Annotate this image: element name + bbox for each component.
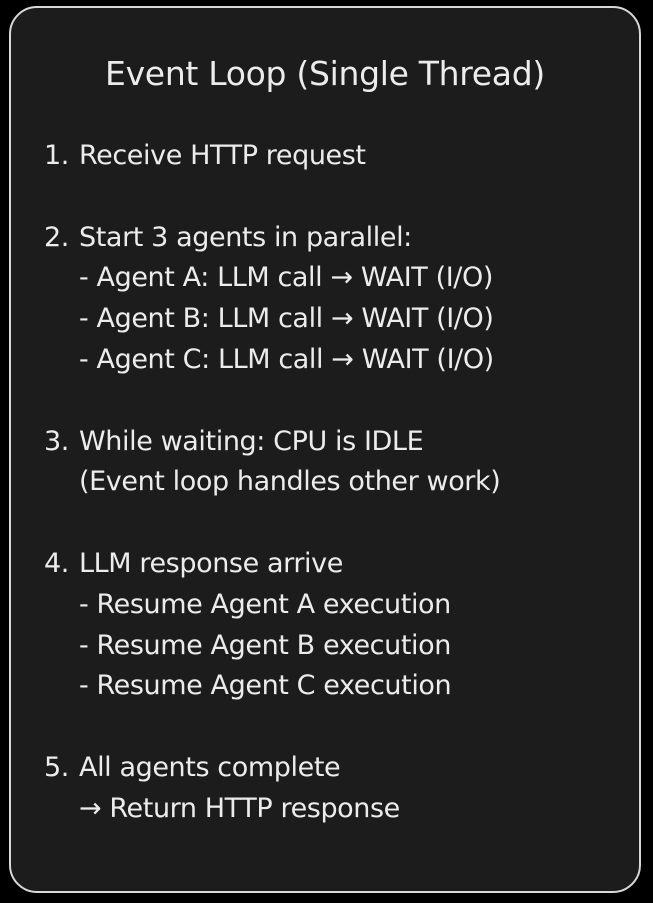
step-detail: - Resume Agent C execution <box>44 666 500 707</box>
detail-resume-b: - Resume Agent B execution <box>79 629 451 661</box>
detail-return-response: → Return HTTP response <box>79 792 400 824</box>
step-number: 2. <box>44 221 69 253</box>
detail-resume-c: - Resume Agent C execution <box>79 670 452 702</box>
step-1: 1. Receive HTTP request <box>44 136 500 177</box>
step-2: 2. Start 3 agents in parallel: - Agent A… <box>44 218 500 381</box>
step-text: All agents complete <box>79 751 341 783</box>
step-detail: - Agent A: LLM call → WAIT (I/O) <box>44 258 500 299</box>
detail-agent-c: - Agent C: LLM call → WAIT (I/O) <box>79 343 494 375</box>
step-5: 5. All agents complete → Return HTTP res… <box>44 748 500 830</box>
event-loop-card: Event Loop (Single Thread) 1. Receive HT… <box>9 6 641 893</box>
step-text: LLM response arrive <box>79 547 343 579</box>
step-3: 3. While waiting: CPU is IDLE (Event loo… <box>44 422 501 504</box>
detail-event-loop-note: (Event loop handles other work) <box>79 466 501 498</box>
detail-agent-b: - Agent B: LLM call → WAIT (I/O) <box>79 303 494 335</box>
step-number: 1. <box>44 140 69 171</box>
step-heading: 1. Receive HTTP request <box>44 136 500 177</box>
step-number: 4. <box>44 547 69 579</box>
step-detail: (Event loop handles other work) <box>44 462 501 503</box>
detail-agent-a: - Agent A: LLM call → WAIT (I/O) <box>79 262 493 294</box>
step-detail: - Resume Agent B execution <box>44 626 500 667</box>
step-heading: 3. While waiting: CPU is IDLE <box>44 422 500 463</box>
step-heading: 5. All agents complete <box>44 748 500 789</box>
step-text: Receive HTTP request <box>79 140 366 171</box>
step-number: 5. <box>44 751 69 783</box>
step-number: 3. <box>44 425 69 457</box>
steps-list: 1. Receive HTTP request 2. Start 3 agent… <box>44 136 501 870</box>
step-text: While waiting: CPU is IDLE <box>79 425 424 457</box>
step-4: 4. LLM response arrive - Resume Agent A … <box>44 544 500 707</box>
step-detail: - Agent B: LLM call → WAIT (I/O) <box>44 299 500 340</box>
step-detail: - Agent C: LLM call → WAIT (I/O) <box>44 340 500 381</box>
step-text: Start 3 agents in parallel: <box>79 221 412 253</box>
step-detail: → Return HTTP response <box>44 789 500 830</box>
step-heading: 2. Start 3 agents in parallel: <box>44 218 500 259</box>
step-detail: - Resume Agent A execution <box>44 585 500 626</box>
detail-resume-a: - Resume Agent A execution <box>79 588 451 620</box>
step-heading: 4. LLM response arrive <box>44 544 500 585</box>
diagram-title: Event Loop (Single Thread) <box>105 54 545 93</box>
